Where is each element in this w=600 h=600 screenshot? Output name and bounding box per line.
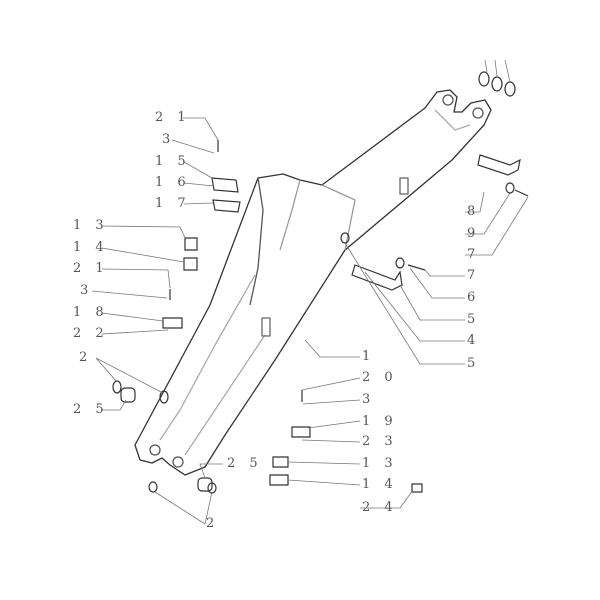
callout-23: 2 3: [362, 434, 398, 449]
callout-25: 2 5: [227, 456, 263, 471]
callout-13: 1 3: [362, 456, 398, 471]
callout-24: 2 4: [362, 500, 398, 515]
callout-22: 2 2: [73, 326, 109, 341]
callout-1: 1: [362, 349, 376, 364]
boom-arm: [134, 89, 492, 476]
callout-4: 4: [467, 333, 481, 348]
callout-2: 2: [206, 516, 220, 531]
callout-3: 3: [80, 283, 94, 298]
callout-7: 7: [467, 268, 481, 283]
callout-3: 3: [162, 132, 176, 147]
callout-5: 5: [467, 356, 481, 371]
callout-17: 1 7: [155, 196, 191, 211]
callout-25: 2 5: [73, 402, 109, 417]
callout-3: 3: [362, 392, 376, 407]
callout-20: 2 0: [362, 370, 398, 385]
callout-9: 9: [467, 226, 481, 241]
callout-19: 1 9: [362, 414, 398, 429]
callout-16: 1 6: [155, 175, 191, 190]
callout-18: 1 8: [73, 305, 109, 320]
callout-15: 1 5: [155, 154, 191, 169]
callout-2: 2: [79, 350, 93, 365]
callout-21: 2 1: [155, 110, 191, 125]
callout-13: 1 3: [73, 218, 109, 233]
callout-14: 1 4: [362, 477, 398, 492]
callout-5: 5: [467, 312, 481, 327]
callout-6: 6: [467, 290, 481, 305]
callout-8: 8: [467, 204, 481, 219]
callout-7: 7: [467, 247, 481, 262]
callout-14: 1 4: [73, 240, 109, 255]
callout-21: 2 1: [73, 261, 109, 276]
